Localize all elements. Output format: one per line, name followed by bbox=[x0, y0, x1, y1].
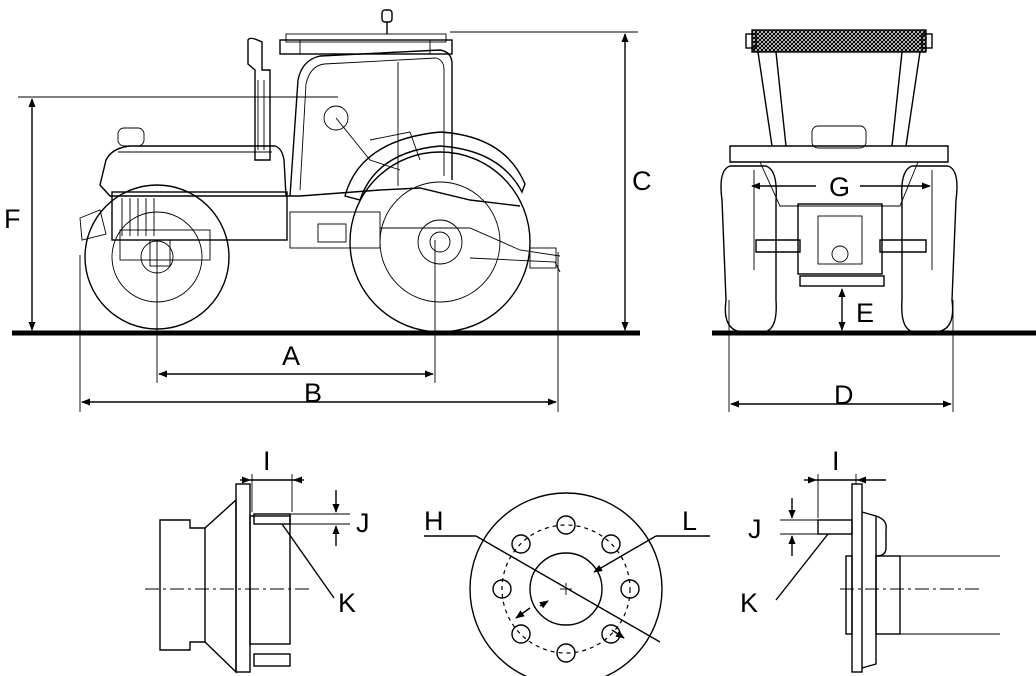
rear-wheel bbox=[349, 151, 531, 333]
label-d: D bbox=[834, 380, 854, 410]
label-j-left: J bbox=[356, 508, 370, 538]
beacon-light bbox=[381, 9, 393, 34]
label-l: L bbox=[682, 506, 697, 536]
label-h: H bbox=[424, 506, 444, 536]
label-f: F bbox=[4, 204, 21, 234]
label-j-right: J bbox=[748, 514, 762, 544]
label-a: A bbox=[282, 341, 300, 371]
g-label-gap bbox=[816, 170, 860, 202]
label-c: C bbox=[632, 166, 652, 196]
hub-section-view bbox=[145, 474, 350, 674]
label-e: E bbox=[856, 298, 874, 328]
label-k-right: K bbox=[740, 588, 758, 618]
label-g: G bbox=[829, 172, 850, 202]
bolt-circle-view bbox=[424, 492, 710, 676]
label-i-right: I bbox=[832, 446, 840, 476]
wheel-bolt-holes bbox=[492, 515, 640, 663]
front-view bbox=[712, 29, 1036, 412]
leader-k-right bbox=[775, 533, 829, 601]
cab bbox=[279, 33, 453, 197]
right-rear-tire-front-view bbox=[901, 165, 958, 333]
side-view bbox=[12, 9, 640, 412]
cab-roof bbox=[751, 29, 927, 53]
leader-k-left bbox=[281, 523, 335, 599]
disc-section-view bbox=[775, 474, 1000, 673]
dimension-line-h bbox=[515, 607, 531, 619]
label-i-left: I bbox=[263, 446, 271, 476]
exhaust-pipe bbox=[247, 37, 271, 161]
tractor-body bbox=[79, 127, 561, 273]
rear-fender bbox=[344, 131, 526, 201]
label-k-left: K bbox=[338, 588, 356, 618]
label-b: B bbox=[304, 378, 322, 408]
